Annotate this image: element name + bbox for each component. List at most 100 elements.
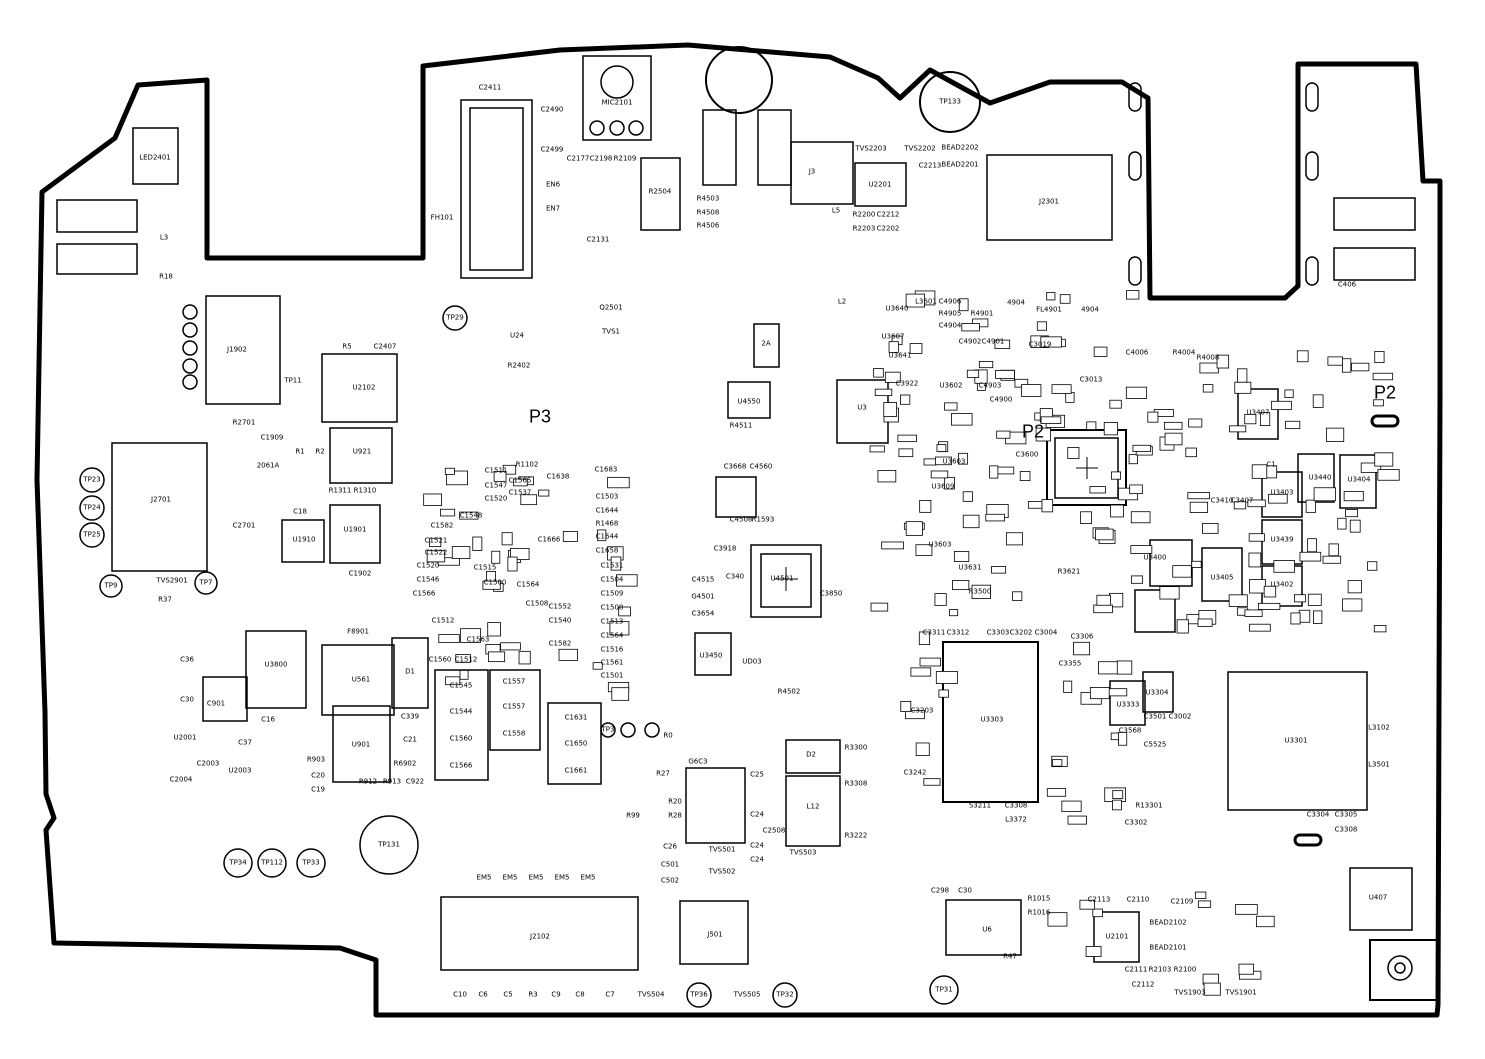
smd-pad xyxy=(870,602,889,612)
component-label: R6902 xyxy=(393,759,417,768)
smd-pad xyxy=(1073,641,1091,656)
component-label: U3609 xyxy=(931,482,955,491)
component-label: U3607 xyxy=(881,332,905,341)
ic-outline xyxy=(489,669,541,751)
smd-pad xyxy=(935,456,952,466)
smd-pad xyxy=(1079,899,1096,910)
smd-pad xyxy=(996,430,1011,439)
ic-outline xyxy=(1046,429,1127,506)
ic-outline xyxy=(434,669,489,781)
component-label: C3407 xyxy=(1230,496,1254,505)
component-label: C16 xyxy=(261,715,275,724)
smd-pad xyxy=(958,298,969,312)
component-label: C1565 xyxy=(508,476,532,485)
connector-outline xyxy=(440,896,639,971)
smd-pad xyxy=(909,343,923,354)
ic-outline xyxy=(281,519,325,563)
smd-pad xyxy=(472,536,483,551)
switch-outline xyxy=(757,109,792,186)
smd-pad xyxy=(1051,384,1072,394)
smd-pad xyxy=(1187,492,1211,500)
smd-pad xyxy=(989,465,999,479)
smd-pad xyxy=(1244,413,1257,425)
component-label: TVS2901 xyxy=(156,576,188,585)
smd-pad xyxy=(1299,551,1322,562)
smd-pad xyxy=(1248,552,1262,568)
component-label: S3211 xyxy=(968,801,992,810)
ic-outline xyxy=(1349,867,1413,931)
smd-pad xyxy=(429,537,442,548)
test-point xyxy=(705,46,773,114)
component-label: C1644 xyxy=(595,532,619,541)
component-label: TVS502 xyxy=(708,867,736,876)
smd-pad xyxy=(874,388,893,397)
switch-outline xyxy=(1333,197,1416,231)
smd-pad xyxy=(905,710,925,720)
smd-pad xyxy=(1194,891,1207,899)
smd-pad xyxy=(897,434,917,443)
component-label: C1501 xyxy=(600,671,624,680)
component-label: TP3 xyxy=(601,725,615,734)
component-label: BEAD2202 xyxy=(941,143,979,152)
smd-pad xyxy=(513,478,528,487)
component-label: C1546 xyxy=(416,575,440,584)
component-label: C10 xyxy=(453,990,467,999)
smd-pad xyxy=(910,667,932,677)
smd-pad xyxy=(1203,982,1221,996)
smd-pad xyxy=(1110,504,1124,518)
component-label: U3404 xyxy=(1347,475,1371,484)
smd-pad xyxy=(1257,602,1281,610)
smd-pad xyxy=(1089,687,1110,700)
component-label: FL4901 xyxy=(1036,305,1062,314)
smd-pad xyxy=(930,470,949,479)
component-label: C3850 xyxy=(819,589,843,598)
ic-outline xyxy=(685,767,746,844)
smd-pad xyxy=(1284,389,1294,399)
component-label: C1512 xyxy=(454,655,478,664)
test-point xyxy=(589,120,605,136)
component-label: C4508 xyxy=(729,515,753,524)
smd-pad xyxy=(1036,321,1047,331)
smd-pad xyxy=(1313,610,1323,624)
smd-pad xyxy=(888,341,899,353)
component-label: C901 xyxy=(206,699,226,708)
smd-pad xyxy=(1374,351,1385,363)
smd-pad xyxy=(936,444,947,452)
component-label: U2001 xyxy=(173,733,197,742)
smd-pad xyxy=(1189,501,1209,513)
component-label: C4006 xyxy=(1125,348,1149,357)
component-label: C298 xyxy=(930,886,950,895)
smd-pad xyxy=(1129,484,1143,495)
smd-pad xyxy=(1349,519,1361,533)
smd-pad xyxy=(1172,565,1192,578)
component-label: U2101 xyxy=(1105,932,1129,941)
component-label: C2131 xyxy=(586,235,610,244)
antenna-port xyxy=(1387,955,1413,981)
component-label: EN7 xyxy=(545,204,561,213)
component-label: C3308 xyxy=(1004,801,1028,810)
component-label: EM5 xyxy=(528,873,544,882)
component-label: C1644 xyxy=(595,506,619,515)
component-label: EN6 xyxy=(545,180,561,189)
ic-outline xyxy=(332,705,391,783)
component-label: C1566 xyxy=(449,761,473,770)
component-label: R47 xyxy=(1003,952,1017,961)
test-point xyxy=(359,815,419,875)
component-label: C1537 xyxy=(508,488,532,497)
component-label: C502 xyxy=(660,876,680,885)
smd-pad xyxy=(1342,358,1352,373)
component-label: R3300 xyxy=(844,743,868,752)
ic-outline xyxy=(854,162,907,207)
smd-pad xyxy=(994,339,1011,349)
component-label: J2701 xyxy=(151,495,171,504)
smd-pad xyxy=(455,654,471,663)
component-label: R28 xyxy=(668,811,682,820)
mount-slot xyxy=(1128,82,1142,112)
smd-pad xyxy=(502,464,517,475)
smd-pad xyxy=(1312,394,1324,408)
smd-pad xyxy=(918,631,931,645)
smd-pad xyxy=(1202,523,1219,534)
switch-outline xyxy=(56,199,138,233)
smd-pad xyxy=(482,580,501,590)
component-label: TVS1901 xyxy=(1225,988,1257,997)
